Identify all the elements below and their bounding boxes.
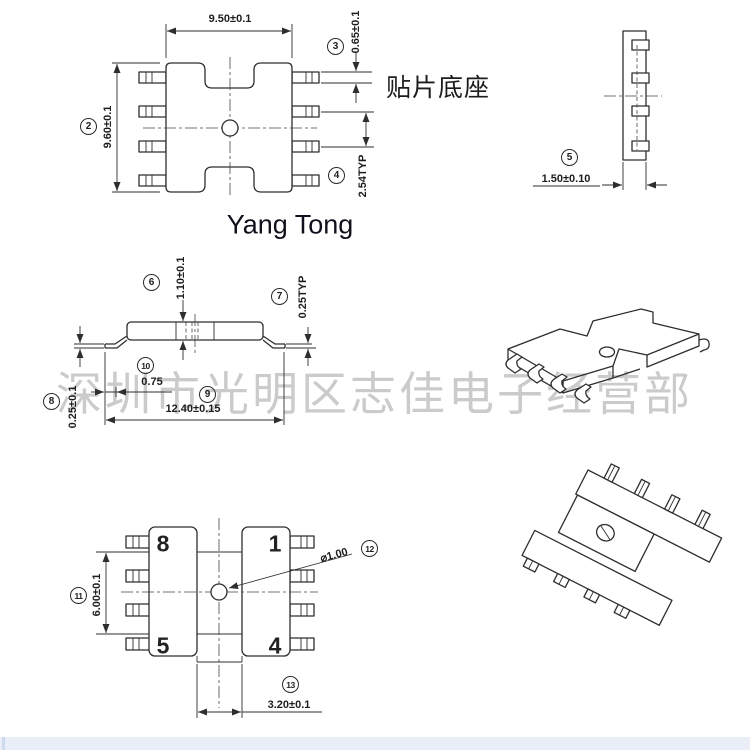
balloon-10: 10 (137, 357, 154, 374)
top-view-center-hole (221, 119, 239, 137)
top-view-right-pins (291, 71, 320, 187)
brand-text: Yang Tong (226, 209, 354, 240)
tilted-3d-view (521, 463, 723, 626)
side-view-pins (631, 39, 650, 152)
iso-center-hole (598, 346, 616, 358)
pin-label-5: 5 (156, 632, 170, 659)
bottom-view-left-block (148, 526, 198, 657)
dim-pad-pitch: 2.54TYP (357, 154, 369, 198)
bottom-view-right-pins (289, 535, 315, 651)
dim-pad-row-span: 6.00±0.1 (91, 573, 103, 617)
tilted-center-hole (595, 523, 615, 542)
dim-base-thickness: 1.50±0.10 (541, 173, 591, 185)
footer-bar (0, 737, 750, 750)
profile-left-lead (104, 335, 128, 349)
balloon-12: 12 (361, 540, 378, 557)
dim-top-height: 9.60±0.1 (102, 105, 114, 149)
dim-slot-width: 3.20±0.1 (267, 699, 311, 711)
balloon-13: 13 (282, 676, 299, 693)
dim-pad-width: 0.65±0.1 (350, 10, 362, 54)
dim-lead-span: 12.40±0.15 (165, 403, 221, 415)
dim-standoff-height: 0.25±0.1 (67, 385, 79, 429)
balloon-7: 7 (271, 288, 288, 305)
bottom-view-center-hole (210, 583, 228, 601)
top-view-drawing (112, 24, 374, 198)
pin-label-8: 8 (156, 530, 170, 557)
balloon-5: 5 (561, 149, 578, 166)
balloon-6: 6 (143, 274, 160, 291)
top-view-left-pins (138, 71, 167, 187)
balloon-4: 4 (328, 167, 345, 184)
balloon-8: 8 (43, 393, 60, 410)
dim-lead-thickness: 0.25TYP (297, 275, 309, 319)
balloon-9: 9 (199, 386, 216, 403)
dim-foot-length: 0.75 (141, 376, 163, 388)
tilted-top-pins (603, 463, 711, 530)
dim-top-width: 9.50±0.1 (208, 13, 252, 25)
pin-label-4: 4 (268, 632, 282, 659)
bottom-view-left-pins (125, 535, 151, 651)
bottom-view-right-block (241, 526, 291, 657)
product-label-cn: 贴片底座 (385, 74, 491, 102)
side-view-drawing (533, 30, 667, 190)
profile-right-lead (262, 335, 286, 349)
footer-accent (2, 737, 5, 750)
bottom-view-drawing (96, 518, 353, 718)
balloon-11: 11 (70, 587, 87, 604)
dim-center-rib-height: 1.10±0.1 (175, 256, 187, 300)
balloon-2: 2 (80, 118, 97, 135)
iso-3d-view (505, 308, 710, 404)
iso-gullwing-feet (505, 353, 592, 404)
profile-view-drawing (74, 300, 316, 425)
tilted-bottom-feet (522, 557, 631, 619)
balloon-3: 3 (327, 38, 344, 55)
side-view-body (622, 30, 647, 161)
pin-label-1: 1 (268, 530, 282, 557)
